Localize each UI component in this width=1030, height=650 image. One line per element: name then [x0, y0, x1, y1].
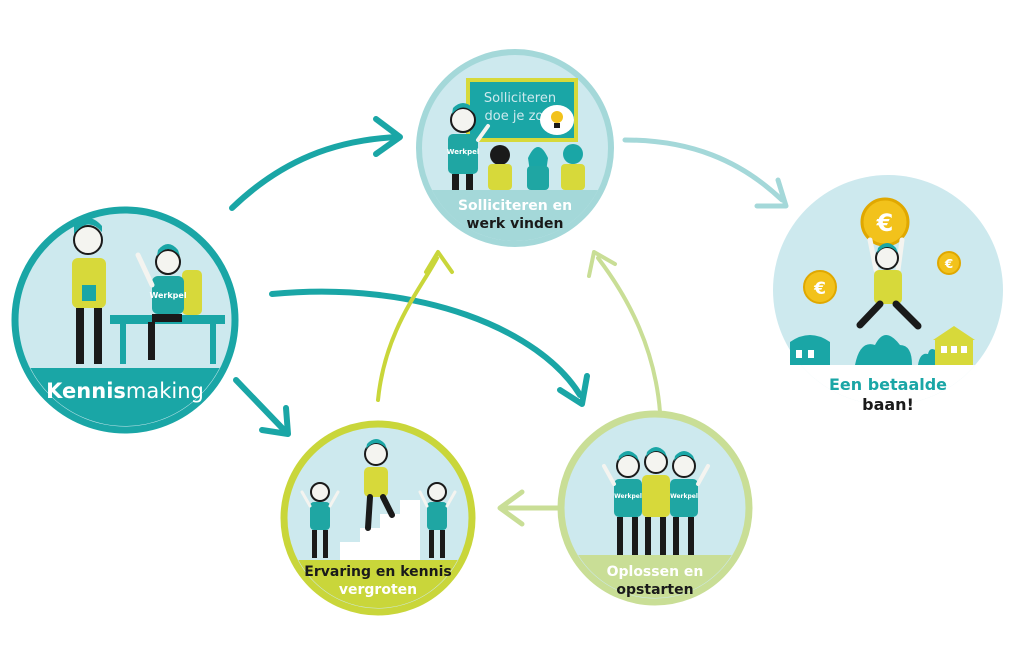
board-line-2: doe je zo...	[484, 109, 555, 124]
coin-symbol: €	[813, 279, 826, 299]
arrows	[229, 116, 789, 527]
node-label-baan-line-1: Een betaalde	[829, 375, 947, 394]
students	[488, 144, 585, 190]
euro-coin-icon: €	[937, 251, 961, 275]
coin-symbol: €	[876, 209, 894, 237]
shirt-text: Werkpel	[614, 493, 642, 500]
group-of-three: Werkpel Werkpel	[602, 447, 710, 555]
node-solliciteren: Solliciteren doe je zo... Werkpel So	[416, 49, 614, 247]
node-label-solliciteren-line-1: Solliciteren en	[458, 198, 572, 214]
node-oplossen: Werkpel Werkpel Oploss	[557, 410, 753, 606]
arrow-head-oplossen-to-ervaring	[497, 489, 525, 527]
arrow-kennis-to-solliciteren	[229, 134, 401, 211]
arrow-oplossen-to-solliciteren	[596, 256, 662, 414]
person-seated: Werkpel	[135, 244, 187, 360]
person-left	[300, 482, 340, 558]
chair	[182, 270, 202, 315]
label-rest: making	[126, 379, 204, 403]
person-right	[418, 482, 457, 558]
arrow-kennis-to-ervaring	[233, 377, 288, 434]
node-label-oplossen-line-1: Oplossen en	[607, 564, 704, 580]
node-label-ervaring-line-2: vergroten	[339, 582, 417, 598]
coin-symbol: €	[944, 257, 953, 271]
node-label-kennismaking: Kennismaking	[46, 379, 204, 403]
arrow-head-oplossen-to-solliciteren	[587, 250, 617, 278]
node-kennismaking: Werkpel Kennismaking	[11, 206, 239, 434]
shirt-text: Werkpel	[149, 291, 186, 300]
person-jumping	[856, 237, 922, 330]
node-betaalde-baan: € € € Een betaalde baan!	[773, 175, 1003, 414]
arrow-kennis-to-oplossen	[269, 288, 583, 398]
podium-stairs	[340, 500, 420, 560]
node-ervaring: Ervaring en kennis vergroten	[280, 420, 476, 616]
person-teacher: Werkpel	[447, 103, 490, 190]
euro-coin-icon: €	[860, 197, 910, 247]
node-label-oplossen-line-2: opstarten	[616, 582, 693, 598]
euro-coin-icon: €	[803, 270, 837, 304]
arrow-solliciteren-to-baan	[622, 137, 785, 203]
node-label-solliciteren-line-2: werk vinden	[467, 216, 564, 232]
node-label-ervaring-line-1: Ervaring en kennis	[304, 564, 451, 580]
skyline	[790, 326, 975, 365]
arrow-ervaring-to-solliciteren	[376, 256, 439, 402]
arrow-head-ervaring-to-solliciteren	[424, 250, 454, 274]
arrow-head-kennis-to-ervaring	[259, 405, 291, 437]
arrow-head-kennis-to-solliciteren	[373, 116, 403, 157]
label-bold: Kennis	[46, 379, 126, 403]
node-label-baan-line-2: baan!	[862, 395, 914, 414]
person-climbing	[364, 439, 395, 531]
board-line-1: Solliciteren	[484, 91, 556, 106]
shirt-text: Werkpel	[670, 493, 698, 500]
arrow-head-kennis-to-oplossen	[557, 373, 590, 407]
arrow-head-solliciteren-to-baan	[754, 177, 789, 209]
person-standing	[72, 218, 106, 364]
shirt-text: Werkpel	[447, 148, 479, 156]
lightbulb-icon	[540, 105, 574, 135]
